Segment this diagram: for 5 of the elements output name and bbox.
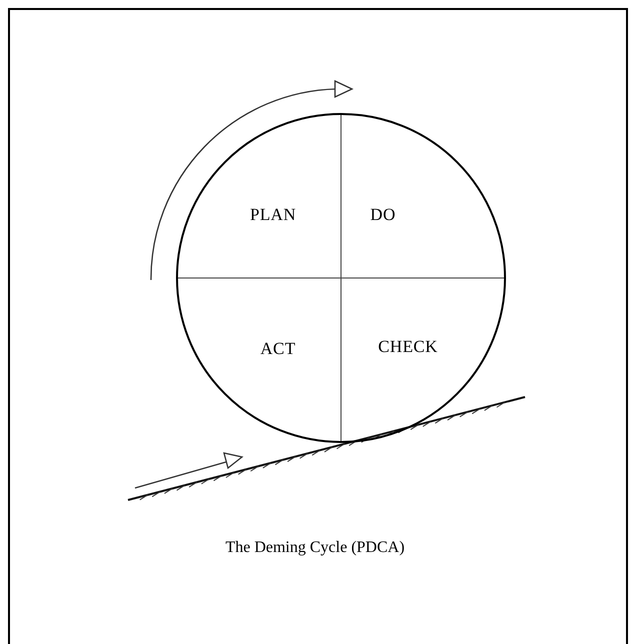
caption: The Deming Cycle (PDCA) [224,538,406,558]
quadrant-label: PLAN [250,204,296,226]
quadrant-label: ACT [260,338,296,360]
quadrant-label: DO [370,204,396,226]
quadrant-label: CHECK [378,336,438,358]
